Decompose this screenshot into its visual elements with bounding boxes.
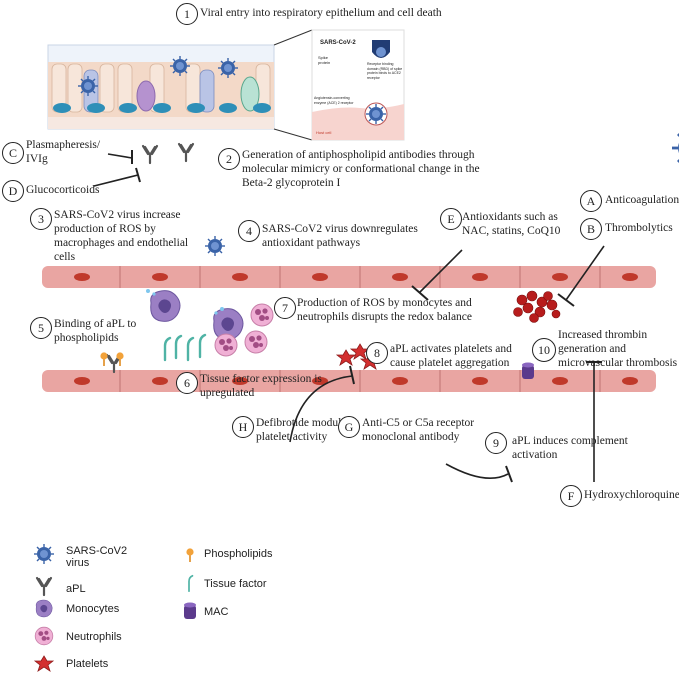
legend-neutrophils-label: Neutrophils	[66, 631, 122, 643]
treatment-d-text: Glucocorticoids	[26, 184, 100, 196]
step-6-text: Tissue factor expression is upregulated	[200, 373, 322, 399]
legend-virus-label: SARS-CoV2 virus	[66, 545, 128, 569]
e-inhibition-line	[419, 249, 463, 293]
treatment-f-marker: F	[560, 485, 582, 507]
legend-antibody-icon	[35, 576, 53, 597]
treatment-d-marker: D	[2, 180, 24, 202]
step-5-text: Binding of aPL to phospholipids	[54, 318, 137, 344]
treatment-h-text: Defibrotide modulates platelet activity	[256, 417, 360, 443]
step-7-text: Production of ROS by monocytes and neutr…	[297, 297, 473, 323]
inset-panel	[311, 29, 679, 170]
endothelium-upper	[42, 266, 656, 288]
step-2-marker: 2	[218, 148, 240, 170]
endothelium-lower	[42, 370, 656, 392]
treatment-g-text: Anti-C5 or C5a receptor monoclonal antib…	[362, 417, 475, 443]
treatment-c-text: Plasmapheresis/ IVIg	[26, 139, 101, 165]
step-4-marker: 4	[238, 220, 260, 242]
step-1-text: Viral entry into respiratory epithelium …	[200, 7, 442, 19]
step-8-marker: 8	[366, 342, 388, 364]
step-9-marker: 9	[485, 432, 507, 454]
inset-host-label: Host cell	[316, 130, 332, 135]
treatment-a-text: Anticoagulation	[605, 194, 679, 206]
inset-virus-label: SARS-CoV-2	[320, 40, 356, 46]
step-3-text: SARS-CoV2 virus increase production of R…	[54, 209, 189, 263]
treatment-b-marker: B	[580, 218, 602, 240]
treatment-a-marker: A	[580, 190, 602, 212]
step-8-text: aPL activates platelets and cause platel…	[390, 343, 512, 369]
step-5-marker: 5	[30, 317, 52, 339]
legend-virus-icon	[33, 543, 55, 565]
apl-icon	[141, 144, 159, 165]
step-9-text: aPL induces complement activation	[512, 435, 628, 461]
treatment-g-marker: G	[338, 416, 360, 438]
treatment-e-marker: E	[440, 208, 462, 230]
treatment-e-text: Antioxidants such as NAC, statins, CoQ10	[462, 211, 561, 237]
step-2-text: Generation of antiphospholipid antibodie…	[242, 149, 480, 189]
legend-tissue-factor-label: Tissue factor	[204, 578, 267, 590]
step-3-marker: 3	[30, 208, 52, 230]
legend-mac-label: MAC	[204, 606, 229, 618]
legend-phospholipids-label: Phospholipids	[204, 548, 273, 560]
legend-apl-label: aPL	[66, 583, 86, 595]
treatment-f-text: Hydroxychloroquine	[584, 489, 679, 501]
step-1-marker: 1	[176, 3, 198, 25]
treatment-b-text: Thrombolytics	[605, 222, 673, 234]
epithelium-panel	[47, 44, 275, 130]
legend-platelets-label: Platelets	[66, 658, 109, 670]
legend-monocytes-label: Monocytes	[66, 603, 120, 615]
step-10-text: Increased thrombin generation and microv…	[558, 329, 678, 369]
step-6-marker: 6	[176, 372, 198, 394]
treatment-h-marker: H	[232, 416, 254, 438]
inset-receptor-label: Angiotensin-converting enzyme (ACE) 2 re…	[314, 96, 354, 105]
step-10-marker: 10	[532, 338, 556, 362]
inset-rbd-label: Receptor binding domain (RBD) of spike p…	[367, 62, 403, 80]
inset-spike-label: Spike protein	[318, 55, 331, 65]
step-7-marker: 7	[274, 297, 296, 319]
thrombus	[513, 290, 561, 323]
step-4-text: SARS-CoV2 virus downregulates antioxidan…	[262, 223, 418, 249]
treatment-c-marker: C	[2, 142, 24, 164]
